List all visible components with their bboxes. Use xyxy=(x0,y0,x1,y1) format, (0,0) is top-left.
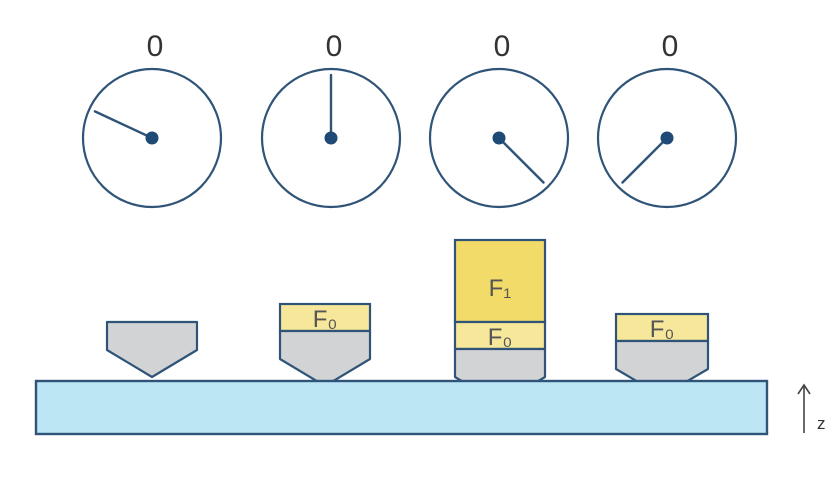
indenter-2 xyxy=(278,329,372,388)
dial-3-zero-label: 0 xyxy=(494,30,511,63)
preload-weight-4-label: F₀ xyxy=(650,316,675,343)
dial-4-needle xyxy=(621,136,669,184)
dial-gauge-3: 0 xyxy=(428,30,570,209)
dial-3-hub xyxy=(492,131,506,145)
preload-weight-2-label: F₀ xyxy=(313,306,338,333)
dial-1-zero-label: 0 xyxy=(147,30,164,63)
indenter-1 xyxy=(105,320,199,379)
dial-4-hub xyxy=(660,131,674,145)
dial-2-zero-label: 0 xyxy=(326,30,343,63)
z-axis-label: z xyxy=(817,414,826,433)
preload-weight-3-label: F₀ xyxy=(488,324,513,351)
indenter-stage-3: F₁ F₀ xyxy=(453,238,547,406)
z-axis-indicator: z xyxy=(797,383,826,433)
main-load-weight-3-label: F₁ xyxy=(489,275,512,302)
dial-3-needle xyxy=(497,136,545,184)
dial-1-hub xyxy=(145,131,159,145)
dial-4-zero-label: 0 xyxy=(662,30,679,63)
dial-gauge-1: 0 xyxy=(81,30,223,209)
indenter-stage-2: F₀ xyxy=(278,302,372,388)
dial-2-hub xyxy=(324,131,338,145)
z-axis-arrowhead xyxy=(797,383,811,395)
preload-weight-4 xyxy=(614,312,710,343)
test-specimen xyxy=(34,379,769,436)
dial-gauge-2: 0 xyxy=(260,30,402,209)
dial-gauge-4: 0 xyxy=(596,30,738,209)
indenter-stage-1 xyxy=(105,320,199,379)
dial-1-needle xyxy=(93,110,154,140)
